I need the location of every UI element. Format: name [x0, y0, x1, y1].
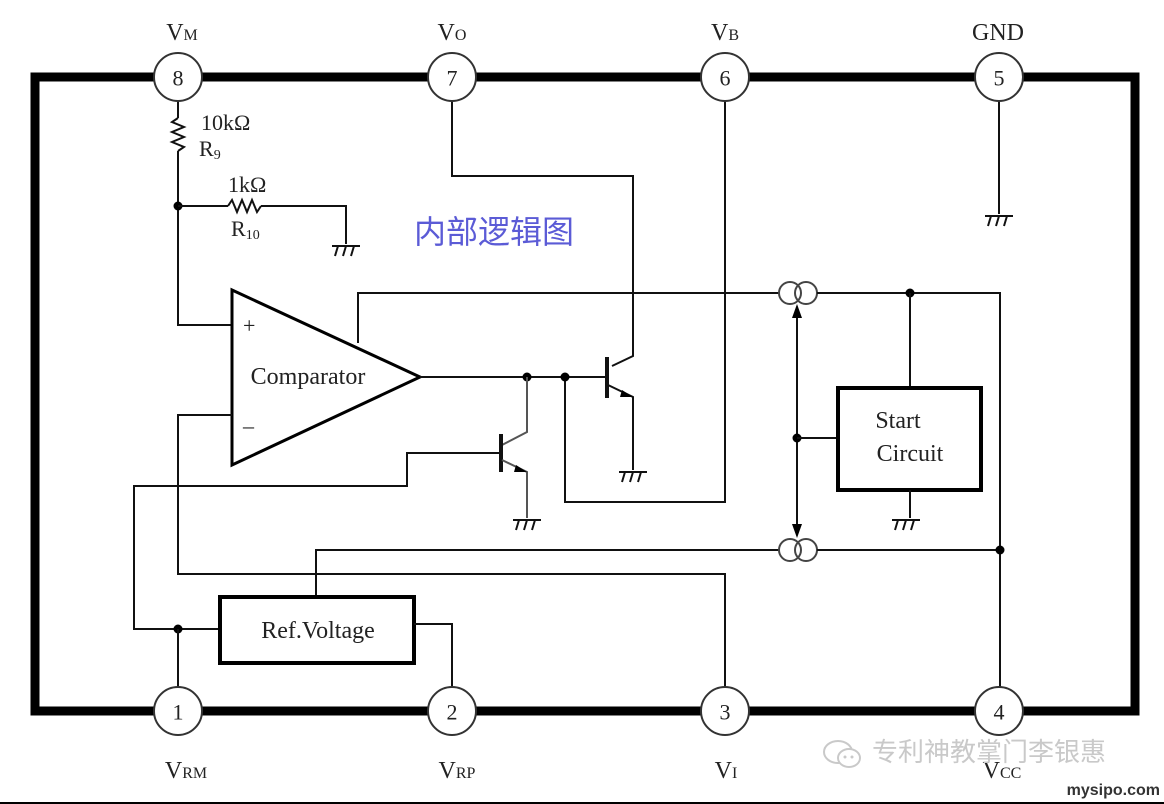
ref-voltage-label: Ref.Voltage: [261, 618, 375, 644]
ground-icon: [332, 245, 360, 257]
wire-comparator-supply: [357, 292, 779, 343]
ground-icon: [619, 471, 647, 483]
comparator-label: Comparator: [251, 364, 366, 390]
start-circuit-label-line2: Circuit: [877, 441, 944, 467]
svg-text:1: 1: [173, 700, 184, 725]
watermark-text: 专利神教掌门李银惠: [872, 738, 1106, 768]
r9-name: R9: [199, 136, 221, 163]
svg-text:2: 2: [447, 700, 458, 725]
pin-6: 6: [700, 52, 750, 102]
pin-8-label: VM: [166, 20, 198, 46]
ground-icon: [513, 519, 541, 531]
pin-7: 7: [427, 52, 477, 102]
ic-package-outline: [30, 72, 1140, 716]
pin-1-label: VRM: [165, 758, 207, 784]
pin-2: 2: [427, 686, 477, 736]
svg-text:8: 8: [173, 66, 184, 91]
comparator-plus-sign: +: [243, 313, 255, 338]
arrow-down-icon: [792, 524, 802, 538]
wire-pin6-base: [564, 100, 726, 503]
pin-3-label: VI: [715, 758, 738, 784]
r9-value: 10kΩ: [201, 110, 250, 135]
pin-1: 1: [153, 686, 203, 736]
start-circuit-block: [836, 386, 983, 492]
ground-icon: [985, 215, 1013, 227]
pin-6-label: VB: [711, 20, 739, 46]
comparator-minus-sign: –: [242, 413, 255, 438]
current-source-top: [778, 281, 818, 305]
svg-text:3: 3: [720, 700, 731, 725]
wire-q1-base: [133, 452, 501, 630]
wire-pin7-q2-collector: [451, 100, 634, 367]
pin-5-label: GND: [972, 20, 1024, 46]
diagram-title: 内部逻辑图: [414, 213, 574, 251]
bottom-border: [0, 802, 1164, 804]
start-circuit-label-line1: Start: [875, 408, 921, 434]
current-source-bottom: [778, 538, 818, 562]
comparator: [230, 287, 424, 468]
pin-5: 5: [974, 52, 1024, 102]
wire-ref-supply: [315, 549, 779, 597]
ground-icon: [892, 519, 920, 531]
r10-value: 1kΩ: [228, 172, 266, 197]
transistor-q2: [605, 357, 634, 470]
junction-node: [995, 545, 1005, 555]
site-watermark: mysipo.com: [1067, 782, 1160, 799]
wire-bottom-rail: [817, 549, 1001, 688]
wire-ref-pin2: [414, 623, 453, 688]
svg-text:7: 7: [447, 66, 458, 91]
svg-text:5: 5: [994, 66, 1005, 91]
svg-text:4: 4: [994, 700, 1005, 725]
pin-4: 4: [974, 686, 1024, 736]
wire-r9-node: [177, 151, 232, 326]
pin-7-label: VO: [438, 20, 467, 46]
wire-r10-ground: [261, 205, 347, 244]
transistor-q1: [499, 377, 528, 518]
svg-text:6: 6: [720, 66, 731, 91]
pin-8: 8: [153, 52, 203, 102]
resistor-r10: [227, 197, 262, 215]
pin-4-label: VCC: [983, 758, 1022, 784]
junction-node: [560, 372, 570, 382]
wechat-icon: [823, 740, 861, 768]
resistor-r9: [169, 117, 187, 152]
pin-3: 3: [700, 686, 750, 736]
arrow-up-icon: [792, 304, 802, 318]
pin-2-label: VRP: [439, 758, 476, 784]
wire-top-rail: [817, 292, 1001, 550]
wire-comparator-minus: [177, 414, 726, 688]
r10-name: R10: [231, 216, 260, 243]
ref-voltage-block: [218, 595, 416, 665]
